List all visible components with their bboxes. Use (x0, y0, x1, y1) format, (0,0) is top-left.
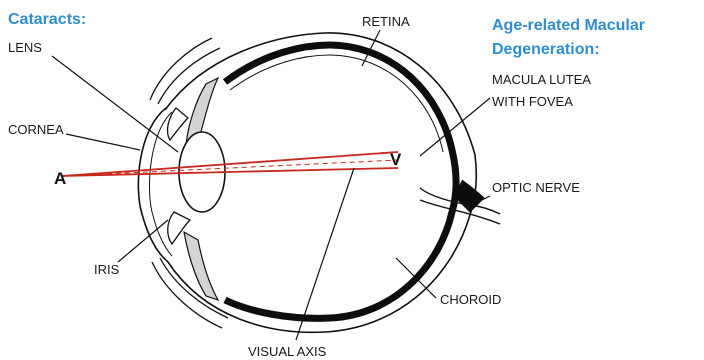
macula-label-line2: WITH FOVEA (492, 94, 573, 109)
cornea-label: CORNEA (8, 122, 64, 137)
amd-heading-line2: Degeneration: (492, 41, 600, 58)
retina-label: RETINA (362, 14, 410, 29)
macula-label-line1: MACULA LUTEA (492, 72, 591, 87)
lens-leader (52, 56, 178, 152)
retina-layer (225, 45, 456, 318)
cornea-leader (66, 134, 140, 150)
choroid-inner-line (230, 55, 443, 152)
lower-ciliary-body (184, 232, 218, 300)
visual-axis-label: VISUAL AXIS (248, 344, 327, 359)
amd-heading-line1: Age-related Macular (492, 17, 645, 34)
cataracts-heading: Cataracts: (8, 11, 86, 28)
iris-label: IRIS (94, 262, 120, 277)
optic-nerve-label: OPTIC NERVE (492, 180, 580, 195)
point-v-label: V (390, 150, 402, 169)
choroid-label: CHOROID (440, 292, 501, 307)
iris-leader (118, 220, 168, 262)
point-a-label: A (54, 169, 66, 188)
lower-eyelid (152, 258, 228, 328)
visual-axis-dashed (62, 160, 398, 176)
cornea-outline (138, 108, 168, 262)
lens-label: LENS (8, 40, 42, 55)
